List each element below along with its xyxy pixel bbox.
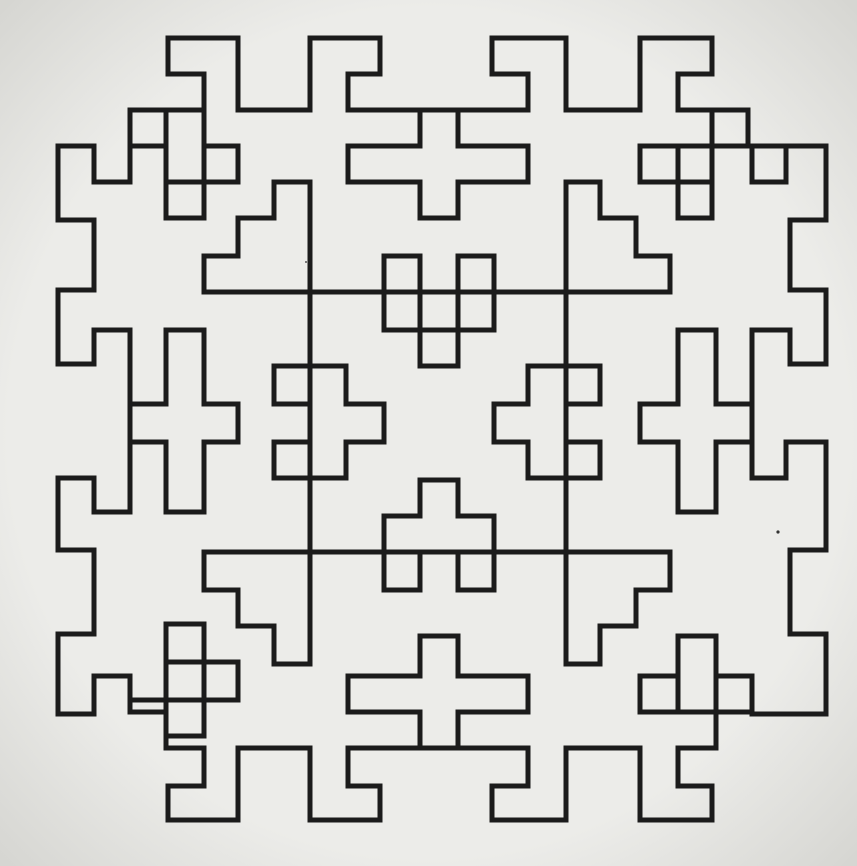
paper-speck [305,261,307,263]
paper-speck [776,530,779,533]
